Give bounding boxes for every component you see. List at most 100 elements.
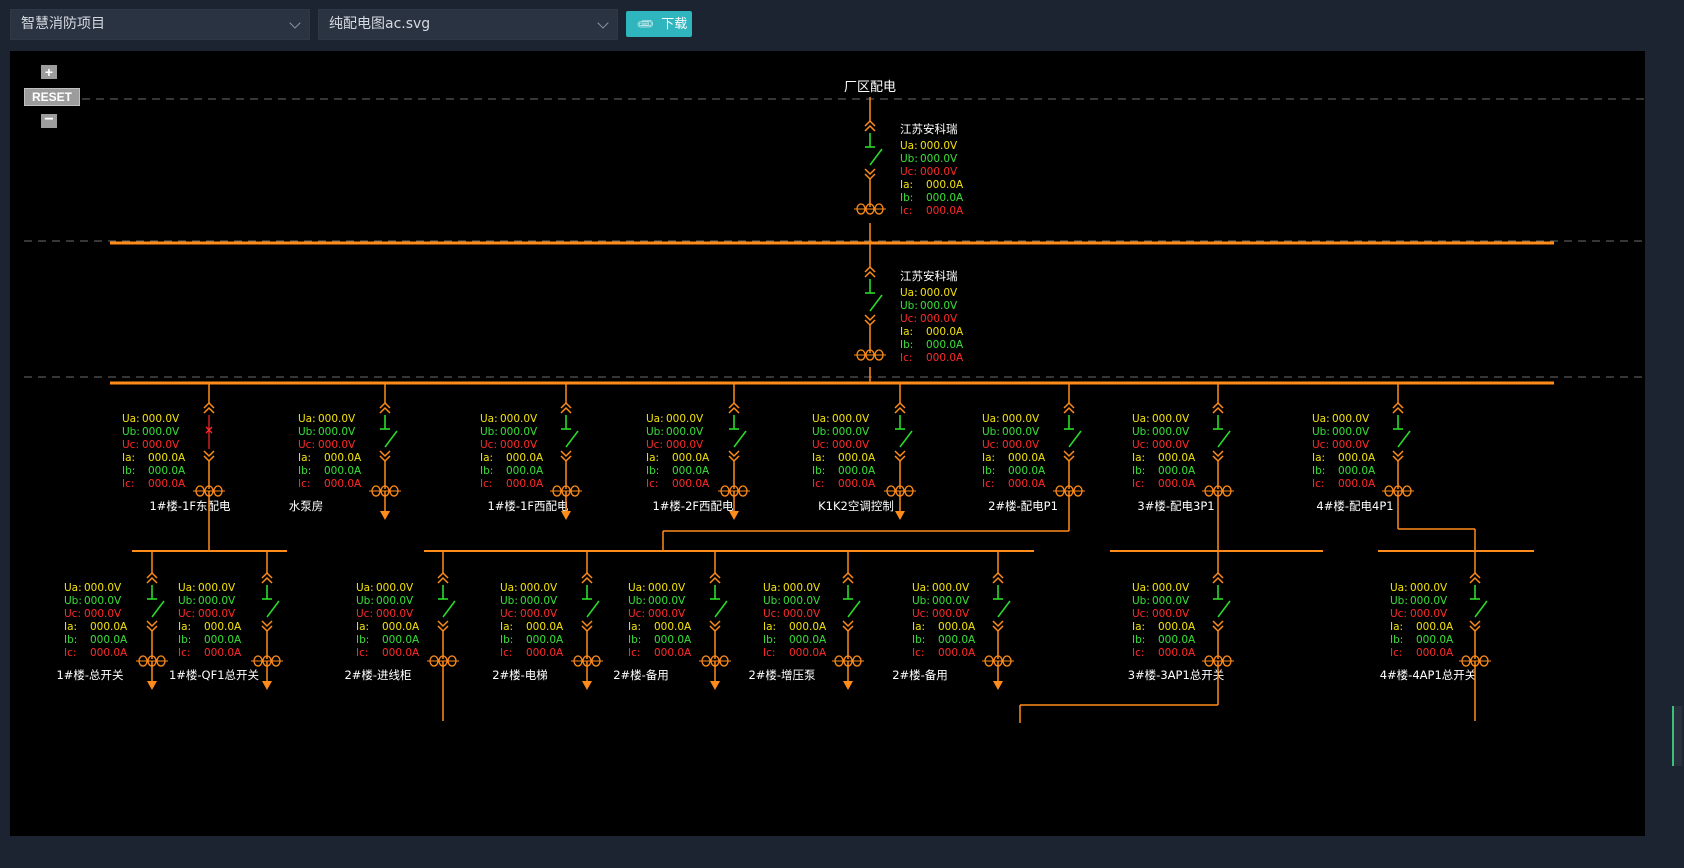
- file-select-value: 纯配电图ac.svg: [329, 16, 431, 32]
- readout-label-uc: Uc:: [500, 608, 517, 620]
- readout-value-ib: 000.0A: [654, 634, 692, 646]
- readout-label-ua: Ua:: [178, 582, 196, 594]
- readout-value-ib: 000.0A: [926, 192, 964, 204]
- download-button[interactable]: 📎︎下载: [626, 11, 692, 37]
- readout-value-uc: 000.0V: [1332, 439, 1370, 451]
- breaker-switch-icon: [733, 430, 747, 448]
- readout-value-ia: 000.0A: [1338, 452, 1376, 464]
- chevron-up-icon: [261, 571, 273, 584]
- arrow-down-icon: [561, 511, 571, 520]
- readout-label-ia: Ia:: [646, 452, 659, 464]
- arrow-down-icon: [262, 681, 272, 690]
- readout-label-ic: Ic:: [1132, 647, 1144, 659]
- readout-value-ia: 000.0A: [789, 621, 827, 633]
- download-label: 下载: [661, 17, 688, 32]
- panel-name: 江苏安科瑞: [900, 122, 958, 136]
- readout-label-uc: Uc:: [912, 608, 929, 620]
- readout-value-uc: 000.0V: [920, 313, 958, 325]
- readout-value-ub: 000.0V: [1002, 426, 1040, 438]
- readout-label-ub: Ub:: [900, 153, 918, 165]
- readout-value-ib: 000.0A: [90, 634, 128, 646]
- readout-value-ia: 000.0A: [526, 621, 564, 633]
- readout-label-ib: Ib:: [122, 465, 135, 477]
- breaker-switch-icon: [1397, 430, 1411, 448]
- readout-label-ia: Ia:: [812, 452, 825, 464]
- scrollbar[interactable]: [1672, 706, 1682, 766]
- readout-value-ib: 000.0A: [382, 634, 420, 646]
- zoom-in-button[interactable]: +: [41, 65, 57, 79]
- readout-value-ua: 000.0V: [1152, 413, 1190, 425]
- readout-value-ib: 000.0A: [204, 634, 242, 646]
- sub-branch-label: 1#楼-QF1总开关: [169, 668, 260, 682]
- readout-value-ub: 000.0V: [932, 595, 970, 607]
- sub-branch-label: 2#楼-进线柜: [344, 668, 411, 682]
- readout-label-ic: Ic:: [900, 352, 912, 364]
- readout-label-uc: Uc:: [480, 439, 497, 451]
- readout-label-ub: Ub:: [763, 595, 781, 607]
- branch-label: 1#楼-1F东配电: [149, 499, 231, 513]
- branch-label: 1#楼-2F西配电: [652, 499, 734, 513]
- project-select[interactable]: 智慧消防项目: [10, 9, 310, 40]
- readout-value-ia: 000.0A: [324, 452, 362, 464]
- file-select[interactable]: 纯配电图ac.svg: [318, 9, 618, 40]
- readout-label-ub: Ub:: [178, 595, 196, 607]
- readout-label-ub: Ub:: [982, 426, 1000, 438]
- readout-label-uc: Uc:: [646, 439, 663, 451]
- readout-label-ib: Ib:: [1132, 465, 1145, 477]
- readout-value-ub: 000.0V: [920, 300, 958, 312]
- readout-label-ia: Ia:: [1312, 452, 1325, 464]
- chevron-up-icon: [894, 401, 906, 414]
- readout-value-ia: 000.0A: [90, 621, 128, 633]
- chevron-down-icon: [437, 620, 449, 633]
- chevron-down-icon: [1469, 620, 1481, 633]
- readout-value-ib: 000.0A: [506, 465, 544, 477]
- readout-value-ua: 000.0V: [1152, 582, 1190, 594]
- readout-value-ua: 000.0V: [932, 582, 970, 594]
- readout-label-ib: Ib:: [298, 465, 311, 477]
- readout-label-ub: Ub:: [628, 595, 646, 607]
- readout-label-ic: Ic:: [298, 478, 310, 490]
- breaker-switch-icon: [565, 430, 579, 448]
- chevron-down-icon: [560, 450, 572, 463]
- chevron-down-icon: [864, 168, 876, 181]
- readout-label-ub: Ub:: [1390, 595, 1408, 607]
- chevron-up-icon: [1469, 571, 1481, 584]
- readout-value-ib: 000.0A: [1158, 465, 1196, 477]
- readout-value-ic: 000.0A: [1008, 478, 1046, 490]
- readout-label-ia: Ia:: [763, 621, 776, 633]
- readout-value-ub: 000.0V: [376, 595, 414, 607]
- arrow-down-icon: [582, 681, 592, 690]
- readout-value-ub: 000.0V: [520, 595, 558, 607]
- zoom-reset-button[interactable]: RESET: [24, 88, 80, 106]
- chevron-down-icon: [379, 450, 391, 463]
- readout-label-ub: Ub:: [900, 300, 918, 312]
- panel-name: 江苏安科瑞: [900, 269, 958, 283]
- readout-value-ua: 000.0V: [318, 413, 356, 425]
- readout-label-ub: Ub:: [812, 426, 830, 438]
- readout-value-ib: 000.0A: [526, 634, 564, 646]
- breaker-switch-icon: [1217, 600, 1231, 618]
- readout-label-ic: Ic:: [64, 647, 76, 659]
- readout-label-ia: Ia:: [64, 621, 77, 633]
- readout-label-uc: Uc:: [628, 608, 645, 620]
- zoom-out-button[interactable]: −: [41, 112, 57, 128]
- readout-value-ic: 000.0A: [938, 647, 976, 659]
- arrow-down-icon: [380, 511, 390, 520]
- readout-value-uc: 000.0V: [832, 439, 870, 451]
- chevron-down-icon: [597, 17, 609, 29]
- chevron-down-icon: [1392, 450, 1404, 463]
- readout-value-ic: 000.0A: [654, 647, 692, 659]
- readout-value-ua: 000.0V: [142, 413, 180, 425]
- readout-label-ub: Ub:: [122, 426, 140, 438]
- breaker-switch-icon: [1217, 430, 1231, 448]
- readout-value-ic: 000.0A: [672, 478, 710, 490]
- project-select-value: 智慧消防项目: [21, 16, 105, 32]
- readout-label-uc: Uc:: [298, 439, 315, 451]
- readout-value-ic: 000.0A: [1416, 647, 1454, 659]
- readout-label-ua: Ua:: [1390, 582, 1408, 594]
- readout-label-ub: Ub:: [500, 595, 518, 607]
- readout-label-ua: Ua:: [646, 413, 664, 425]
- chevron-up-icon: [709, 571, 721, 584]
- readout-value-ia: 000.0A: [838, 452, 876, 464]
